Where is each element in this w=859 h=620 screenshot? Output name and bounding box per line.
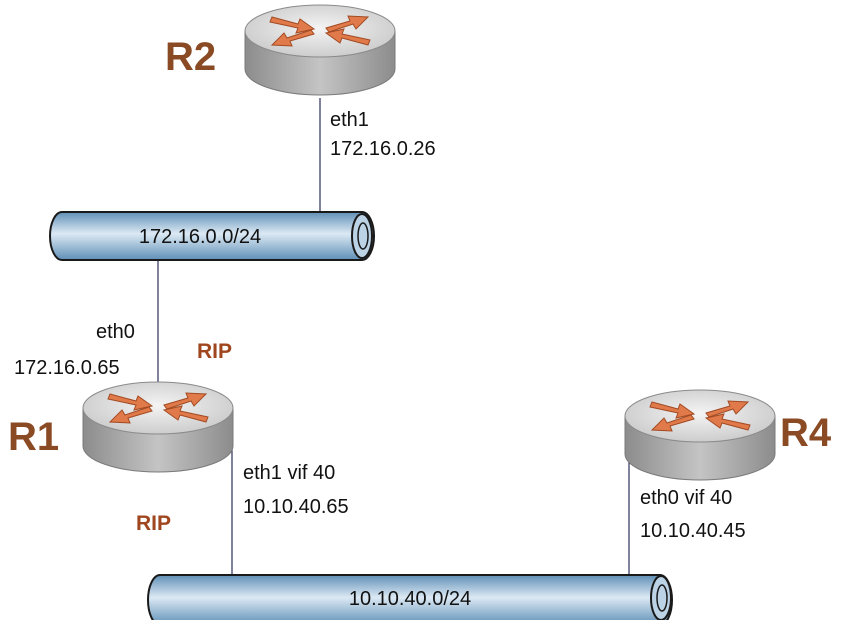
network-pipe-icon [49, 211, 375, 261]
r2-iface-name: eth1 [330, 109, 369, 131]
r4-iface-ip: 10.10.40.45 [640, 520, 746, 542]
router-icon [82, 381, 234, 473]
protocol-label-upper: RIP [197, 340, 232, 363]
network-pipe-icon [147, 574, 673, 620]
r1-top-iface-name: eth0 [96, 321, 135, 343]
router-label-r2: R2 [165, 35, 216, 79]
router-label-r1: R1 [8, 415, 59, 459]
r1-top-iface-ip: 172.16.0.65 [14, 357, 120, 379]
links [157, 98, 630, 575]
r2-iface-ip: 172.16.0.26 [330, 138, 436, 160]
router-icon [624, 389, 776, 481]
r1-bottom-iface-ip: 10.10.40.65 [243, 496, 349, 518]
network-label-upper: 172.16.0.0/24 [139, 226, 261, 248]
network-label-lower: 10.10.40.0/24 [349, 588, 471, 610]
protocol-label-lower: RIP [136, 512, 171, 535]
r1-bottom-iface-name: eth1 vif 40 [243, 462, 335, 484]
router-icon [244, 4, 396, 96]
r4-iface-name: eth0 vif 40 [640, 487, 732, 509]
router-label-r4: R4 [780, 411, 832, 455]
